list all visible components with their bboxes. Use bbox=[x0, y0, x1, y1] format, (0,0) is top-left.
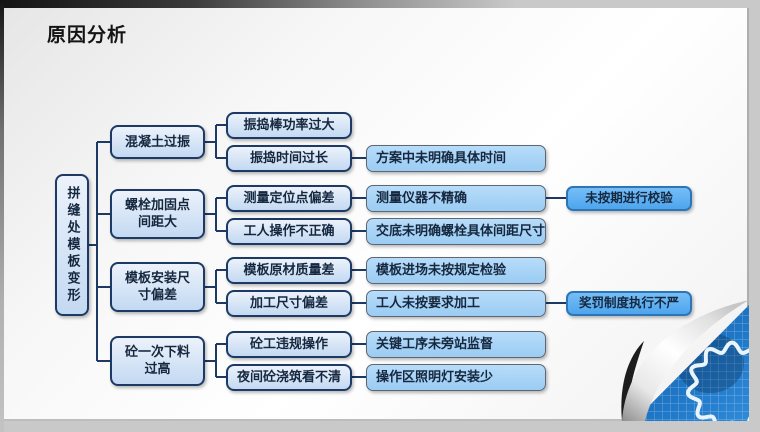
node-worker-wrong-operation: 工人操作不正确 bbox=[226, 218, 352, 245]
node-machining-size-deviation: 加工尺寸偏差 bbox=[226, 290, 352, 317]
node-label: 砼工违规操作 bbox=[249, 336, 328, 352]
node-label: 操作区照明灯安装少 bbox=[376, 369, 494, 385]
node-label: 模板原材质量差 bbox=[243, 262, 335, 278]
node-label: 交底未明确螺栓具体间距尺寸 bbox=[376, 223, 546, 239]
node-workers-not-follow-specs: 工人未按要求加工 bbox=[366, 290, 546, 317]
node-no-periodic-calibration: 未按期进行校验 bbox=[566, 186, 692, 211]
node-concrete-overvibration: 混凝土过振 bbox=[110, 125, 205, 159]
page-title: 原因分析 bbox=[47, 25, 128, 46]
node-briefing-no-bolt-spacing: 交底未明确螺栓具体间距尺寸 bbox=[366, 218, 546, 245]
node-bolt-anchor-spacing: 螺栓加固点间距大 bbox=[110, 189, 205, 239]
node-label: 振捣时间过长 bbox=[249, 150, 328, 166]
node-label: 方案中未明确具体时间 bbox=[376, 150, 507, 166]
node-concrete-worker-violation: 砼工违规操作 bbox=[226, 331, 352, 358]
node-survey-point-deviation: 测量定位点偏差 bbox=[226, 185, 352, 212]
node-night-pouring-visibility: 夜间砼浇筑看不清 bbox=[226, 364, 352, 391]
node-root-seam-formwork-deformation: 拼缝处模板变形 bbox=[55, 174, 89, 316]
node-no-entry-inspection: 模板进场未按规定检验 bbox=[366, 257, 546, 284]
node-label: 砼一次下料过高 bbox=[124, 344, 190, 376]
node-vibrator-power: 振捣棒功率过大 bbox=[226, 112, 352, 139]
node-label: 夜间砼浇筑看不清 bbox=[236, 369, 341, 385]
node-label: 螺栓加固点间距大 bbox=[124, 197, 190, 229]
node-label: 工人未按要求加工 bbox=[376, 295, 481, 311]
frame-left-edge bbox=[0, 0, 4, 432]
node-label: 混凝土过振 bbox=[124, 133, 190, 149]
node-raw-material-quality: 模板原材质量差 bbox=[226, 257, 352, 284]
node-few-lighting-lamps: 操作区照明灯安装少 bbox=[366, 364, 546, 391]
node-label: 拼缝处模板变形 bbox=[65, 185, 81, 305]
node-concrete-drop-too-high: 砼一次下料过高 bbox=[110, 336, 205, 386]
node-label: 测量仪器不精确 bbox=[376, 190, 468, 206]
node-plan-no-specific-time: 方案中未明确具体时间 bbox=[366, 145, 546, 172]
node-instrument-imprecise: 测量仪器不精确 bbox=[366, 185, 546, 212]
node-reward-penalty-lax: 奖罚制度执行不严 bbox=[566, 291, 692, 316]
node-vibration-time: 振捣时间过长 bbox=[226, 145, 352, 172]
node-no-side-supervision: 关键工序未旁站监督 bbox=[366, 331, 546, 358]
node-label: 模板进场未按规定检验 bbox=[376, 262, 507, 278]
node-label: 加工尺寸偏差 bbox=[249, 295, 328, 311]
frame-top-edge bbox=[0, 0, 760, 8]
node-label: 关键工序未旁站监督 bbox=[376, 336, 494, 352]
node-label: 振捣棒功率过大 bbox=[243, 117, 335, 133]
node-label: 未按期进行校验 bbox=[585, 191, 673, 206]
node-label: 工人操作不正确 bbox=[243, 223, 335, 239]
node-label: 模板安装尺寸偏差 bbox=[124, 270, 190, 302]
node-formwork-install-deviation: 模板安装尺寸偏差 bbox=[110, 262, 205, 312]
node-label: 奖罚制度执行不严 bbox=[578, 296, 679, 311]
node-label: 测量定位点偏差 bbox=[243, 190, 335, 206]
